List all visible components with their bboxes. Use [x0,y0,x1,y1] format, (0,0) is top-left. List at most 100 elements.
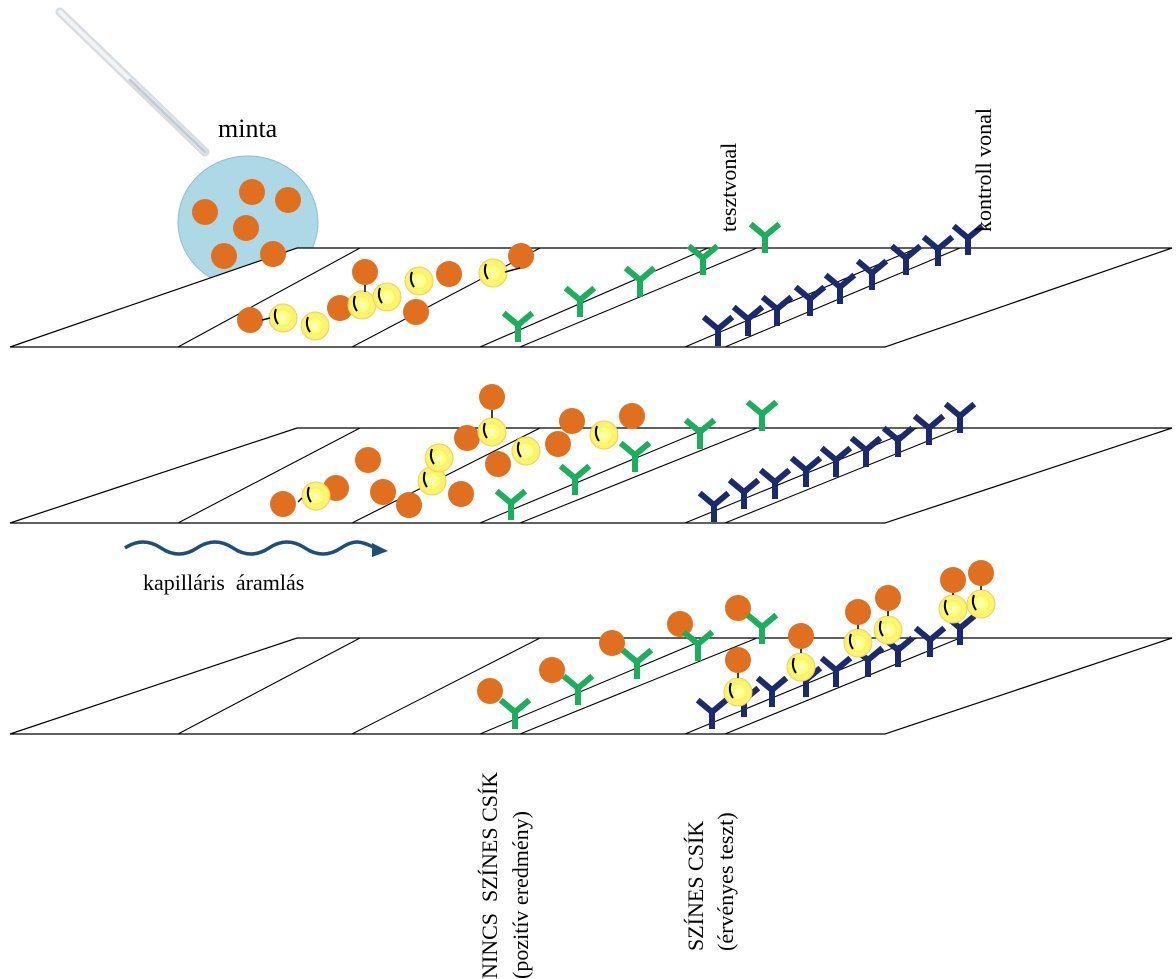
antigen [940,567,966,593]
gold-conjugate [404,266,434,296]
pipette-icon [55,7,210,157]
antigen [239,179,265,205]
strip-divider [177,637,361,735]
binding-link [297,497,303,503]
antigen [454,425,480,451]
antigen [192,199,218,225]
antibody-icon [758,467,792,499]
result-control-label-1: SZÍNES CSÍK [683,821,708,951]
gold-conjugate [301,481,331,511]
gold-conjugate [477,417,507,447]
strip-divider [519,637,758,735]
antibody-icon [921,234,955,266]
gold-conjugate [300,311,330,341]
antibody-icon [695,697,729,729]
gold-conjugate [268,303,298,333]
antibody-icon [701,314,735,346]
antigen [237,307,263,333]
panel-before-flow [9,247,1173,348]
result-test-label-2: (pozitív eredmény) [508,811,533,979]
flow-label: kapilláris áramlás [143,570,304,595]
antigen [539,657,565,683]
sample-label: minta [218,114,278,143]
antibody-icon [683,417,717,449]
antibody-icon [855,258,889,290]
strip-divider [351,427,541,524]
antigen [725,647,751,673]
antibody-icon [889,243,923,275]
antigen [275,187,301,213]
strip-outline [9,427,1173,524]
gold-conjugate [938,594,968,624]
antigen [545,431,571,457]
antibody-icon [697,490,731,522]
gold-conjugate [347,290,377,320]
test-strips [9,247,1173,735]
strip-divider [351,637,541,735]
antibody-icon [623,265,657,297]
strip-divider [177,427,361,524]
antigen [436,261,462,287]
antigen [233,215,259,241]
gold-conjugate [478,258,508,288]
antigen [270,491,296,517]
antibody-icon [745,612,779,644]
antibody-icon [819,445,853,477]
antibody-icon [558,463,592,495]
gold-conjugate [424,443,454,473]
antibody-icon [501,310,535,342]
gold-conjugate [966,589,996,619]
strip-outline [9,637,1173,735]
gold-conjugate [723,677,753,707]
antigen [485,451,511,477]
antigen [403,299,429,325]
binding-link [504,267,521,273]
antigen [327,295,353,321]
antibody-icon [561,673,595,705]
antigen [788,623,814,649]
antigen [370,479,396,505]
antibody-icon [823,272,857,304]
gold-conjugate [873,615,903,645]
antigen [477,678,503,704]
antigen [352,259,378,285]
antigen [448,481,474,507]
antibody-icon [498,697,532,729]
antibody-icon [912,413,946,445]
antibody-icon [755,675,789,707]
antibody-icon [943,401,977,433]
antibody-icon [748,221,782,253]
antigen [619,403,645,429]
strip-divider [519,247,758,348]
gold-conjugate [786,652,816,682]
result-control-label-2: (érvényes teszt) [713,812,738,951]
antibody-icon [951,223,985,255]
antigen [260,241,286,267]
strip-divider [684,427,918,524]
antibody-icon [819,655,853,687]
test-line-label: tesztvonal [716,143,741,232]
strip-outline [9,247,1173,348]
antibody-icon [793,284,827,316]
gold-conjugate [372,282,402,312]
antibody-icon [563,285,597,317]
diagram-elements [192,179,996,729]
antibody-icon [849,435,883,467]
strip-divider [351,247,541,348]
strip-divider [724,427,961,524]
binding-link [261,317,271,321]
gold-conjugate [843,628,873,658]
antigen [479,384,505,410]
antibody-icon [686,243,720,275]
antigen [725,595,751,621]
antibody-icon [745,399,779,431]
strip-divider [519,427,758,524]
antigen [875,585,901,611]
antigen [845,599,871,625]
antibody-icon [731,304,765,336]
antibody-icon [620,647,654,679]
antibody-icon [913,625,947,657]
antibody-icon [727,477,761,509]
antigen [599,630,625,656]
